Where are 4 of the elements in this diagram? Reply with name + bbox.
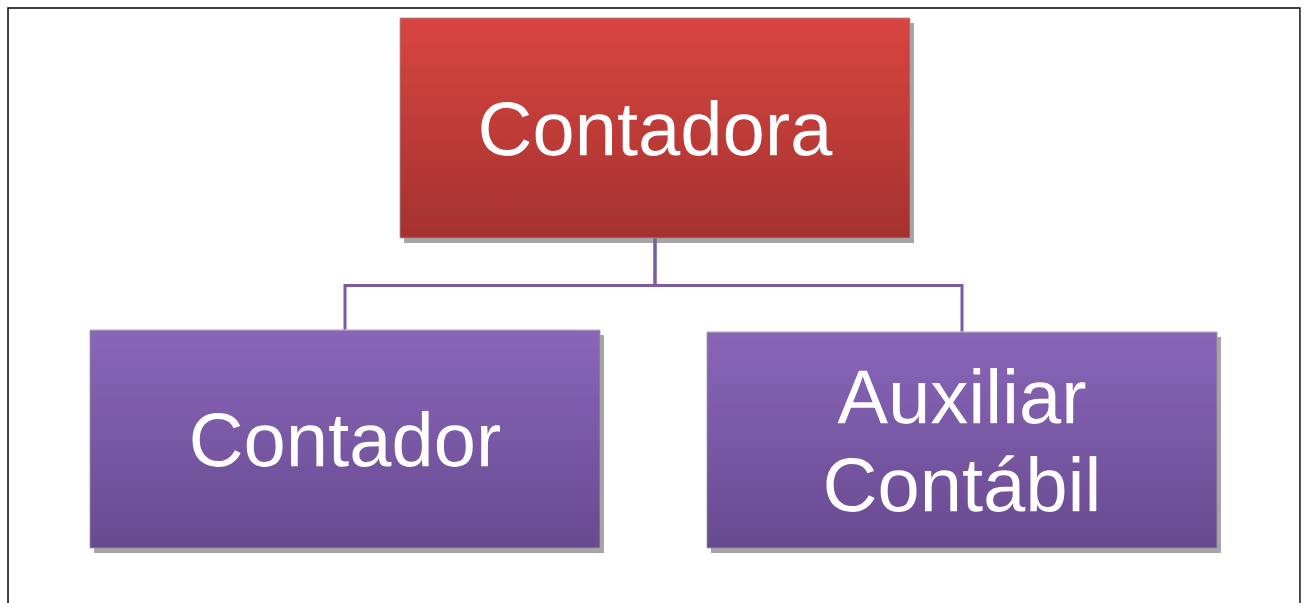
org-box: Contador (89, 329, 604, 553)
org-box: Contadora (399, 17, 914, 243)
connector (653, 238, 964, 332)
org-box: Auxiliar Contábil (706, 331, 1221, 553)
